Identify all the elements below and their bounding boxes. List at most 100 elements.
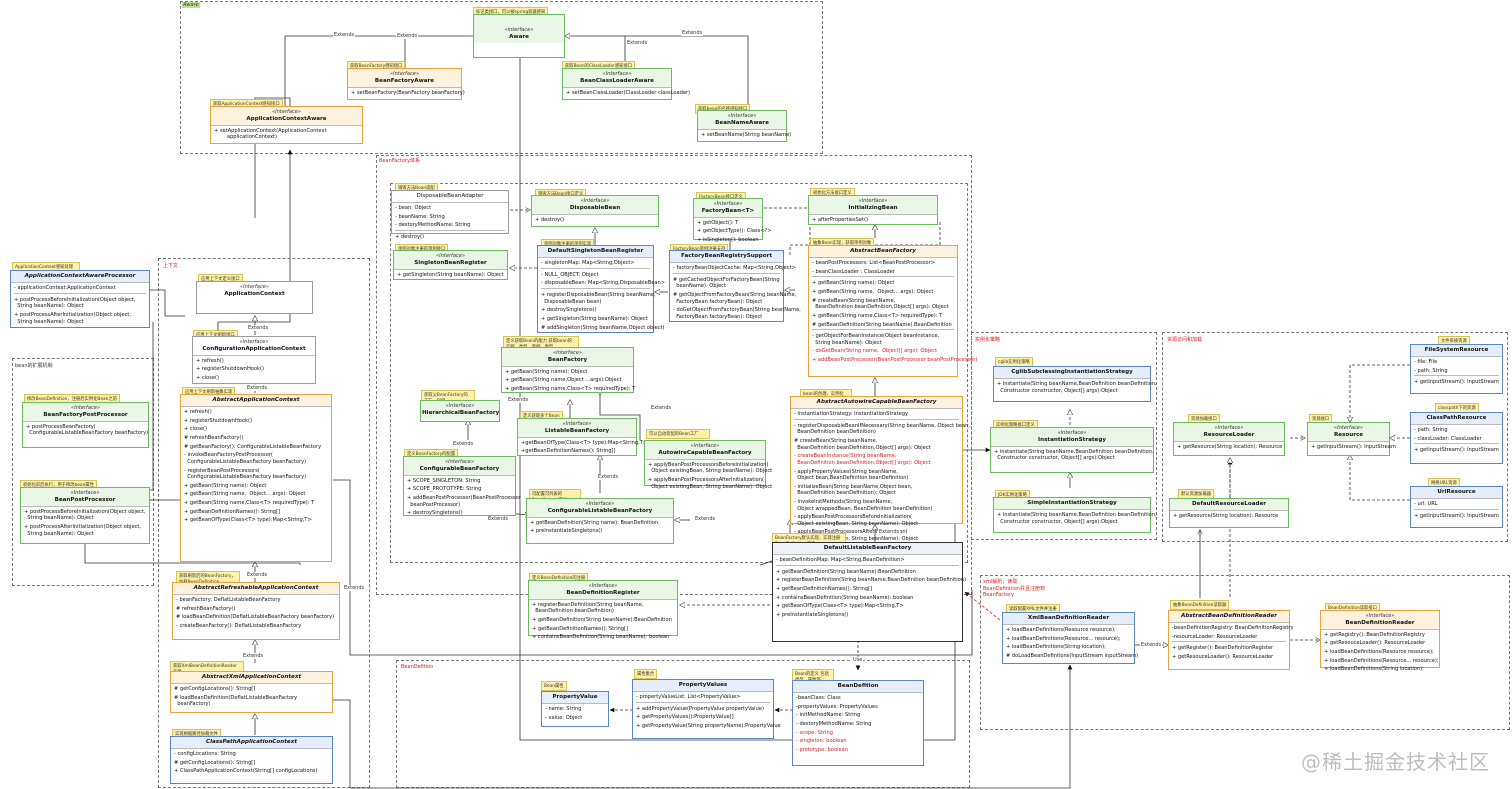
stereotype: «Interface» [435, 253, 466, 259]
class-acaware[interactable]: «Interface»ApplicationContextAware + set… [210, 106, 363, 144]
class-cpac[interactable]: ClassPathApplicationContext - configLoca… [170, 736, 333, 784]
class-name: InitializingBean [848, 204, 898, 211]
class-fbrs[interactable]: FactoryBeanRegistrySupport - factoryBean… [669, 250, 801, 322]
member-list: + instantiate(String beanName,BeanDefini… [994, 510, 1157, 527]
class-name: ApplicationContextAware [246, 115, 327, 122]
class-name: BeanDefinitionReader [1345, 619, 1415, 626]
class-bdreader[interactable]: «Interface»BeanDefinitionReader + getReg… [1320, 610, 1440, 672]
class-bnaware[interactable]: «Interface»BeanNameAware + setBeanName(S… [697, 110, 791, 142]
class-member: + instantiate(String beanName,BeanDefini… [997, 512, 1157, 525]
class-abdr[interactable]: AbstractBeanDefinitionReader -beanDefini… [1168, 610, 1294, 670]
class-member: - configLocations: String [174, 751, 236, 758]
member-list: - bean: Object- beanName: String- destor… [392, 203, 508, 242]
class-fb[interactable]: «Interface»FactoryBean<T> + getObject():… [693, 198, 772, 243]
class-member: + destroySingletons() [407, 510, 463, 517]
class-member: - destoryMethodName: String [796, 721, 872, 728]
class-member: + getBean(String name,Class<T> requiredT… [184, 499, 315, 506]
class-sbr[interactable]: «Interface»SingletonBeanRegister + getSi… [393, 250, 508, 280]
class-aacbf[interactable]: AbstractAutowireCapableBeanFactory - ins… [790, 396, 970, 542]
class-is[interactable]: «Interface»InstantiationStrategy + insta… [990, 427, 1154, 473]
class-res[interactable]: «Interface»Resource + getInputStream(): … [1307, 422, 1396, 456]
class-bfaware[interactable]: «Interface»BeanFactoryAware + setBeanFac… [347, 68, 465, 100]
class-acbf[interactable]: «Interface»AutowireCapableBeanFactory + … [644, 440, 772, 490]
class-member: + refresh() [196, 357, 224, 364]
class-member: + getBean(String name, Object... args): … [184, 491, 306, 498]
member-list: + instantiate(String beanName,BeanDefini… [994, 379, 1157, 396]
class-member: + loadBeanDefinitions(String location); [1006, 644, 1106, 651]
class-bclaware[interactable]: «Interface»BeanClassLoaderAware + setBea… [562, 68, 690, 100]
class-clbf[interactable]: «Interface»ConfigurableListableBeanFacto… [526, 498, 674, 544]
class-member: + getBeanDefinition(String beanName):Bea… [776, 568, 916, 575]
class-name: AbstractBeanDefinitionReader [1181, 613, 1277, 619]
class-member: + isSingleton(): boolean [697, 237, 759, 244]
class-name: HierarchicalBeanFactory [422, 409, 500, 416]
class-member: -propertyValues: PropertyValues [796, 703, 878, 710]
class-member: + postProcessAfterInitialization(Object … [24, 524, 142, 537]
class-member: - createBeanFactory(): DeflatListableBea… [176, 623, 302, 630]
class-axac[interactable]: AbstractXmlApplicationContext # getConfi… [170, 671, 333, 713]
class-member: # getCachedObjectForFactoryBean(String b… [673, 276, 780, 290]
class-ur[interactable]: UrlResource - url: URL+ getInputStream()… [1410, 486, 1503, 528]
class-dlbf[interactable]: DefaultListableBeanFactory - beanDefinit… [772, 542, 966, 642]
note-acbf: 可以自动装配的Bean工厂 [646, 429, 710, 439]
member-list: -beanDefinitionRegistry: BeanDefinitionR… [1169, 623, 1294, 662]
class-drl[interactable]: DefaultResourceLoader + getResource(Stri… [1169, 498, 1289, 528]
class-member: + preInstantiateSingletons() [776, 611, 849, 618]
class-member: # addSingleton(String beanName,Object ob… [541, 324, 665, 331]
class-ac[interactable]: «Interface»ApplicationContext [196, 281, 313, 314]
class-hbf[interactable]: «Interface»HierarchicalBeanFactory [420, 400, 500, 422]
class-member: + getBeanDefinitionNames(): String[] [184, 508, 281, 515]
class-aware[interactable]: «interface»Aware [473, 14, 565, 58]
class-bfpp[interactable]: «Interface»BeanFactoryPostProcessor + po… [22, 402, 149, 448]
class-cbf[interactable]: «Interface»ConfigurableBeanFactory + SCO… [403, 456, 521, 517]
class-bpp[interactable]: «Interface»BeanPostProcessor + postProce… [20, 487, 150, 544]
class-member: + registerShutdownHook() [184, 417, 252, 424]
class-name: InstantiationStrategy [1038, 436, 1106, 443]
class-rl[interactable]: «Interface»ResourceLoader + getResource(… [1173, 422, 1285, 456]
class-member: + afterPropertiesSet() [812, 216, 869, 223]
class-name: FileSystemResource [1424, 347, 1489, 353]
member-list: + setBeanFactory(BeanFactory beanFactory… [348, 88, 465, 99]
class-member: + addPropertyValue(PropertyValue propert… [636, 705, 764, 712]
class-member: + getBean(String name,Object ...args):Ob… [505, 377, 622, 384]
class-name: AbstractBeanFactory [850, 248, 916, 254]
class-name: BeanFactoryAware [374, 77, 435, 84]
class-arac[interactable]: AbstractRefreshableApplicationContext - … [172, 582, 340, 640]
class-abf[interactable]: AbstractBeanFactory - beanPostProcessors… [808, 245, 978, 377]
class-pvs[interactable]: PropertyValues - propertyValueList: List… [632, 679, 781, 739]
class-member: + destroy() [395, 234, 424, 241]
region-resource [1162, 332, 1508, 542]
class-dba[interactable]: DisposableBeanAdapter - bean: Object- be… [391, 190, 509, 240]
class-bd[interactable]: BeanDefition -beanClass: Class-propertyV… [792, 680, 924, 766]
member-separator [541, 288, 650, 291]
class-xbdr[interactable]: XmlBeanDefinitionReader + loadBeanDefini… [1002, 612, 1138, 664]
class-member: - path: String [1414, 367, 1448, 374]
class-cglib[interactable]: CglibSubclassingInstantiationStrategy + … [993, 366, 1157, 402]
class-ib[interactable]: «Interface»InitializingBean + afterPrope… [808, 195, 938, 225]
class-aac[interactable]: AbstractApplicationContext + refresh()+ … [180, 394, 332, 562]
member-separator [673, 272, 780, 276]
stereotype: «Interface» [70, 490, 100, 496]
class-aacp[interactable]: ApplicationContextAwareProcessor - appli… [10, 270, 150, 328]
class-bf[interactable]: «Interface»BeanFactory + getBean(String … [501, 347, 635, 393]
class-member: - getObjectForBeanInstance(Object beanIn… [812, 333, 940, 346]
class-bdr[interactable]: «Interface»BeanDefinitionRegister + regi… [528, 580, 678, 640]
class-cac[interactable]: «Interface»ConfigurationApplicationConte… [192, 336, 316, 384]
class-member: + addBeanPostProcessor(BeanPostProcessor… [812, 356, 978, 363]
class-pv[interactable]: PropertyValue - name: String- value: Obj… [541, 691, 609, 727]
class-cpr[interactable]: ClassPathResource - path: String- classL… [1410, 412, 1503, 464]
class-sis[interactable]: SimpleInstantiationStrategy + instantiat… [993, 497, 1157, 533]
stereotype: «Interface» [858, 198, 888, 204]
class-fsr[interactable]: FileSystemResource - file: File- path: S… [1410, 344, 1503, 394]
class-name: SingletonBeanRegister [414, 259, 487, 266]
member-list: + setBeanClassLoader(ClassLoader classLo… [563, 88, 690, 99]
class-name: ConfigurationApplicationContext [202, 345, 306, 352]
class-name: AbstractApplicationContext [212, 397, 300, 403]
member-list: - propertyValueList: List<PropertyValue>… [633, 692, 781, 731]
member-list: + postProcessBeforeInitialization(Object… [21, 507, 149, 539]
class-lbf[interactable]: «Interface»ListableBeanFactory +getBeanO… [517, 418, 647, 456]
class-member: + registerBeanDefinition(String beanName… [776, 577, 966, 584]
class-db[interactable]: «Interface»DisposableBean + destroy() [531, 195, 659, 227]
class-dsbr[interactable]: DefaultSingletonBeanRegister - singleton… [537, 245, 665, 333]
class-name: ConfigurableListableBeanFactory [547, 507, 653, 514]
